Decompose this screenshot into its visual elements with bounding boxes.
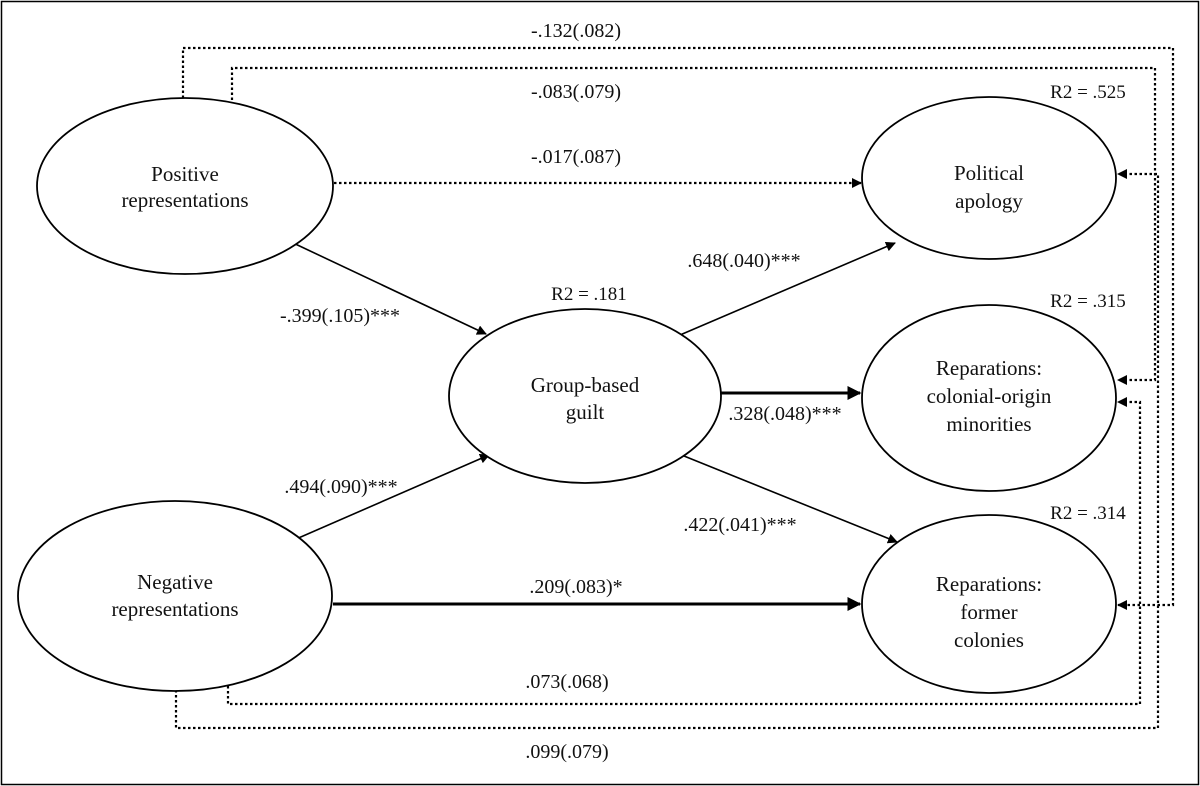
path-negative-to-apology: [174, 169, 1160, 730]
label-negative-to-guilt: .494(.090)***: [284, 476, 397, 498]
label-guilt-to-minorities: .328(.048)***: [728, 403, 841, 425]
negative-label-line1: Negative: [137, 570, 213, 594]
r2-guilt: R2 = .181: [551, 284, 627, 305]
node-group-based-guilt: [448, 308, 722, 484]
positive-label-line2: representations: [121, 188, 248, 212]
colonies-label-line1: Reparations:: [936, 572, 1042, 596]
label-positive-to-apology: -.017(.087): [531, 146, 621, 168]
node-political-apology: [861, 96, 1117, 260]
minorities-label-line3: minorities: [946, 412, 1031, 436]
label-negative-to-minorities: .073(.068): [525, 671, 608, 693]
node-reparations-colonies: [861, 514, 1117, 694]
label-positive-to-guilt: -.399(.105)***: [280, 305, 400, 327]
node-negative-representations: [17, 500, 333, 692]
minorities-label-line1: Reparations:: [936, 356, 1042, 380]
path-negative-to-minorities: [226, 397, 1142, 706]
path-guilt-to-colonies: [683, 455, 898, 544]
apology-label-line2: apology: [955, 189, 1023, 213]
negative-label-line2: representations: [111, 597, 238, 621]
r2-colonies: R2 = .314: [1050, 503, 1126, 524]
label-negative-to-colonies: .209(.083)*: [529, 576, 622, 598]
label-guilt-to-apology: .648(.040)***: [687, 250, 800, 272]
label-positive-to-colonies: -.132(.082): [531, 20, 621, 42]
guilt-label-line1: Group-based: [531, 373, 640, 397]
label-negative-to-apology: .099(.079): [525, 741, 608, 763]
colonies-label-line3: colonies: [954, 628, 1024, 652]
path-positive-to-guilt: [288, 240, 487, 335]
apology-label-line1: Political: [954, 161, 1024, 185]
label-guilt-to-colonies: .422(.041)***: [683, 514, 796, 536]
node-positive-representations: [36, 97, 334, 275]
path-positive-to-colonies: [181, 46, 1175, 610]
guilt-label-line2: guilt: [566, 400, 605, 424]
r2-minorities: R2 = .315: [1050, 291, 1126, 312]
minorities-label-line2: colonial-origin: [927, 384, 1052, 408]
positive-label-line1: Positive: [151, 162, 219, 186]
path-positive-to-minorities: [230, 66, 1157, 385]
r2-apology: R2 = .525: [1050, 82, 1126, 103]
node-reparations-minorities: [861, 304, 1117, 492]
path-guilt-to-apology: [679, 241, 896, 336]
path-negative-to-guilt: [286, 454, 490, 544]
label-positive-to-minorities: -.083(.079): [531, 81, 621, 103]
colonies-label-line2: former: [960, 600, 1017, 624]
